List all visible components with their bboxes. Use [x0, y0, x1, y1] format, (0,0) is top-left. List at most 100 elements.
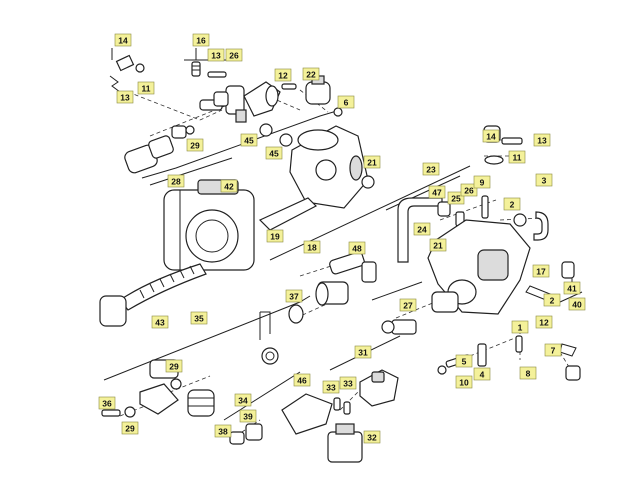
- callout-label-36: 36: [98, 396, 116, 410]
- callout-label-39: 39: [239, 409, 257, 423]
- part-screws-33: [333, 397, 351, 415]
- callout-text: 14: [486, 132, 496, 142]
- callout-text: 28: [171, 177, 181, 187]
- assembly-bracket-lines: [103, 48, 583, 441]
- callout-label-38: 38: [214, 424, 232, 438]
- part-clip-3: [533, 211, 549, 241]
- part-coupling-29: [171, 125, 195, 139]
- part-cap-41: [561, 261, 575, 279]
- part-pin-36: [101, 409, 121, 417]
- callout-label-33: 33: [322, 380, 340, 394]
- callout-text: 35: [194, 314, 204, 324]
- callout-text: 4: [480, 370, 485, 380]
- callout-label-23: 23: [422, 162, 440, 176]
- callout-label-13: 13: [533, 133, 551, 147]
- callout-label-6: 6: [337, 95, 355, 109]
- callout-label-26: 26: [460, 183, 478, 197]
- part-oring-29c: [124, 406, 136, 418]
- callout-text: 25: [451, 194, 461, 204]
- callout-text: 12: [278, 71, 288, 81]
- callout-label-13: 13: [116, 90, 134, 104]
- callout-label-17: 17: [532, 264, 550, 278]
- callout-text: 45: [269, 149, 279, 159]
- callout-text: 11: [142, 84, 151, 94]
- callout-label-5: 5: [455, 354, 473, 368]
- part-bracket-19: [258, 197, 318, 231]
- part-pin-9: [481, 195, 489, 219]
- part-float-22: [305, 75, 331, 105]
- part-connector-27: [381, 319, 417, 335]
- part-hose-43: [99, 263, 207, 327]
- callout-text: 18: [307, 243, 317, 253]
- part-pin-12: [281, 83, 297, 90]
- callout-label-35: 35: [190, 311, 208, 325]
- part-oring-37: [288, 304, 304, 324]
- part-oring-45a: [259, 123, 273, 137]
- callout-text: 26: [464, 186, 474, 196]
- callout-text: 3: [542, 176, 547, 186]
- callout-text: 2: [550, 296, 555, 306]
- part-spring-6: [333, 107, 343, 117]
- callout-label-9: 9: [473, 175, 491, 189]
- callout-label-13: 13: [207, 48, 225, 62]
- callout-text: 14: [118, 36, 128, 46]
- part-oring-2a: [513, 213, 527, 227]
- callout-label-37: 37: [285, 289, 303, 303]
- part-valve-body: [427, 219, 531, 315]
- callout-label-29: 29: [186, 138, 204, 152]
- part-cover-46: [281, 393, 333, 435]
- part-nut: [261, 347, 279, 365]
- callout-label-41: 41: [563, 281, 581, 295]
- callout-label-40: 40: [568, 297, 586, 311]
- part-switch-32: [327, 423, 363, 463]
- callout-text: 9: [480, 178, 485, 188]
- callout-text: 22: [306, 70, 316, 80]
- callout-label-24: 24: [413, 222, 431, 236]
- callout-text: 2: [510, 200, 515, 210]
- part-screw-5: [477, 343, 487, 367]
- part-sleeve-38: [229, 431, 245, 445]
- callout-text: 17: [536, 267, 546, 277]
- callout-text: 36: [102, 399, 112, 409]
- callout-text: 37: [289, 292, 299, 302]
- callout-label-21: 21: [429, 238, 447, 252]
- callout-text: 33: [326, 383, 336, 393]
- callout-label-19: 19: [266, 229, 284, 243]
- callout-text: 16: [196, 36, 206, 46]
- callout-label-42: 42: [220, 179, 238, 193]
- callout-label-31: 31: [354, 345, 372, 359]
- callout-label-26: 26: [225, 48, 243, 62]
- callout-label-45: 45: [265, 146, 283, 160]
- callout-label-43: 43: [151, 315, 169, 329]
- part-valve-34: [187, 389, 215, 417]
- callout-text: 12: [539, 318, 549, 328]
- callout-text: 47: [432, 188, 442, 198]
- callout-label-29: 29: [121, 421, 139, 435]
- callout-label-28: 28: [167, 174, 185, 188]
- callout-label-33: 33: [339, 376, 357, 390]
- callout-label-22: 22: [302, 67, 320, 81]
- callout-text: 29: [190, 141, 200, 151]
- callout-text: 5: [462, 357, 467, 367]
- callout-text: 40: [572, 300, 582, 310]
- callout-text: 10: [459, 378, 469, 388]
- callout-text: 33: [343, 379, 353, 389]
- callout-label-34: 34: [234, 393, 252, 407]
- callout-label-12: 12: [274, 68, 292, 82]
- callout-label-2: 2: [543, 293, 561, 307]
- callout-label-25: 25: [447, 191, 465, 205]
- part-tee-fitting: [213, 85, 247, 123]
- part-fitting-47: [437, 201, 451, 217]
- callout-text: 29: [125, 424, 135, 434]
- callout-text: 13: [120, 93, 130, 103]
- part-valve-cartridge: [315, 281, 349, 306]
- callout-label-46: 46: [293, 373, 311, 387]
- part-fitting-48: [329, 251, 377, 283]
- callout-text: 32: [367, 433, 377, 443]
- callout-text: 6: [344, 98, 349, 108]
- part-clip-7: [559, 343, 577, 357]
- callout-text: 24: [417, 225, 427, 235]
- callout-text: 39: [243, 412, 253, 422]
